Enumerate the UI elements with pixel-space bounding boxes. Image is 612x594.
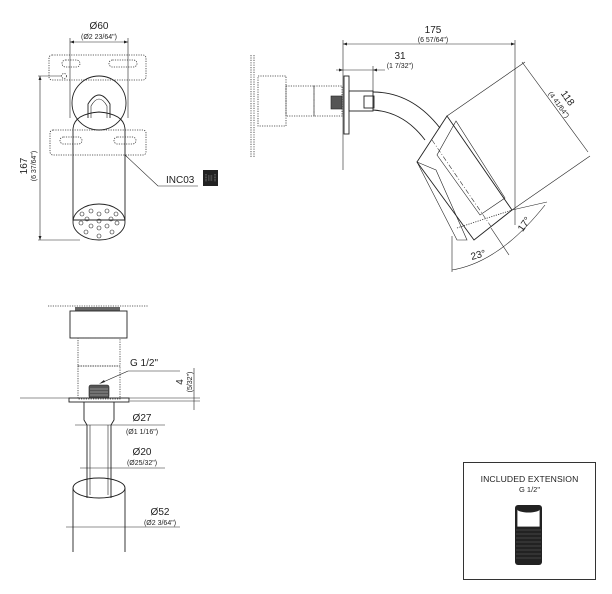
mounting-hole — [61, 73, 67, 79]
head-dim: Ø52 — [151, 507, 170, 518]
side-view: 175 (6 57/64") 31 (1 7/32") 118 (4 41/64… — [250, 25, 591, 272]
gap-dim-imperial: (5/32") — [187, 372, 194, 393]
thread-label: G 1/2" — [130, 358, 158, 369]
angle-arc — [451, 204, 546, 271]
head-top-ellipse — [72, 477, 126, 499]
mounting-slot — [59, 136, 83, 145]
shower-head-face — [72, 203, 126, 241]
front-height-dim: 167 — [19, 157, 30, 174]
included-extension-box: INCLUDED EXTENSION G 1/2" — [463, 462, 596, 580]
extension-subtitle: G 1/2" — [518, 485, 540, 494]
arm-curve-inner — [372, 109, 426, 141]
side-depth-dim-imperial: (1 7/32") — [387, 63, 414, 70]
arm-dim: Ø27 — [133, 413, 152, 424]
side-depth-dim: 31 — [394, 51, 406, 62]
wall-flange — [343, 75, 350, 135]
arm-connector — [348, 90, 374, 112]
callout-leader — [124, 154, 198, 187]
angle-down-label: 23° — [470, 248, 487, 263]
callout-label: INC03 — [166, 175, 195, 186]
head-dimension-line — [521, 61, 589, 153]
extension-fitting-illustration — [515, 505, 542, 565]
front-width-dim: Ø60 — [90, 21, 109, 32]
wall-flange — [68, 397, 130, 403]
concealed-valve — [69, 310, 128, 339]
mounting-plate-upper — [48, 54, 147, 81]
angle-up-label: 17° — [516, 215, 534, 234]
mounting-slot — [108, 59, 138, 68]
arm-elbow — [87, 94, 111, 118]
thread-connector — [330, 95, 343, 110]
head-dim-imperial: (Ø2 3/64") — [144, 520, 176, 527]
front-width-dim-imperial: (Ø2 23/64") — [81, 34, 117, 41]
spray-face — [456, 209, 513, 229]
inner-dim: Ø20 — [133, 447, 152, 458]
arm-dim-imperial: (Ø1 1/16") — [126, 429, 158, 436]
mounting-plate-lower — [49, 129, 147, 156]
front-view: Ø60 (Ø2 23/64") 167 (6 37/64") INC03 — [19, 21, 218, 241]
gap-dim: 4 — [175, 379, 186, 385]
thread-fitting — [88, 384, 110, 399]
arm-tube — [83, 402, 115, 498]
incasso-box-icon — [203, 170, 218, 186]
arm-curve-outer — [372, 91, 441, 129]
spray-nozzles — [78, 208, 120, 239]
axis-center-line — [431, 139, 493, 229]
mounting-slot — [61, 59, 81, 68]
concealed-body — [257, 75, 287, 127]
inner-dim-imperial: (Ø25/32") — [127, 460, 157, 467]
section-view: G 1/2" 4 (5/32") Ø27 (Ø1 1/16") Ø20 (Ø25… — [20, 305, 200, 552]
side-length-dim-imperial: (6 57/64") — [418, 37, 449, 44]
extension-title: INCLUDED EXTENSION — [480, 474, 579, 484]
wall-rosette — [71, 75, 127, 131]
shower-head-body — [72, 111, 126, 221]
tilted-shower-head — [416, 115, 513, 241]
front-height-dim-imperial: (6 37/64") — [31, 151, 38, 182]
side-length-dim: 175 — [425, 25, 442, 36]
